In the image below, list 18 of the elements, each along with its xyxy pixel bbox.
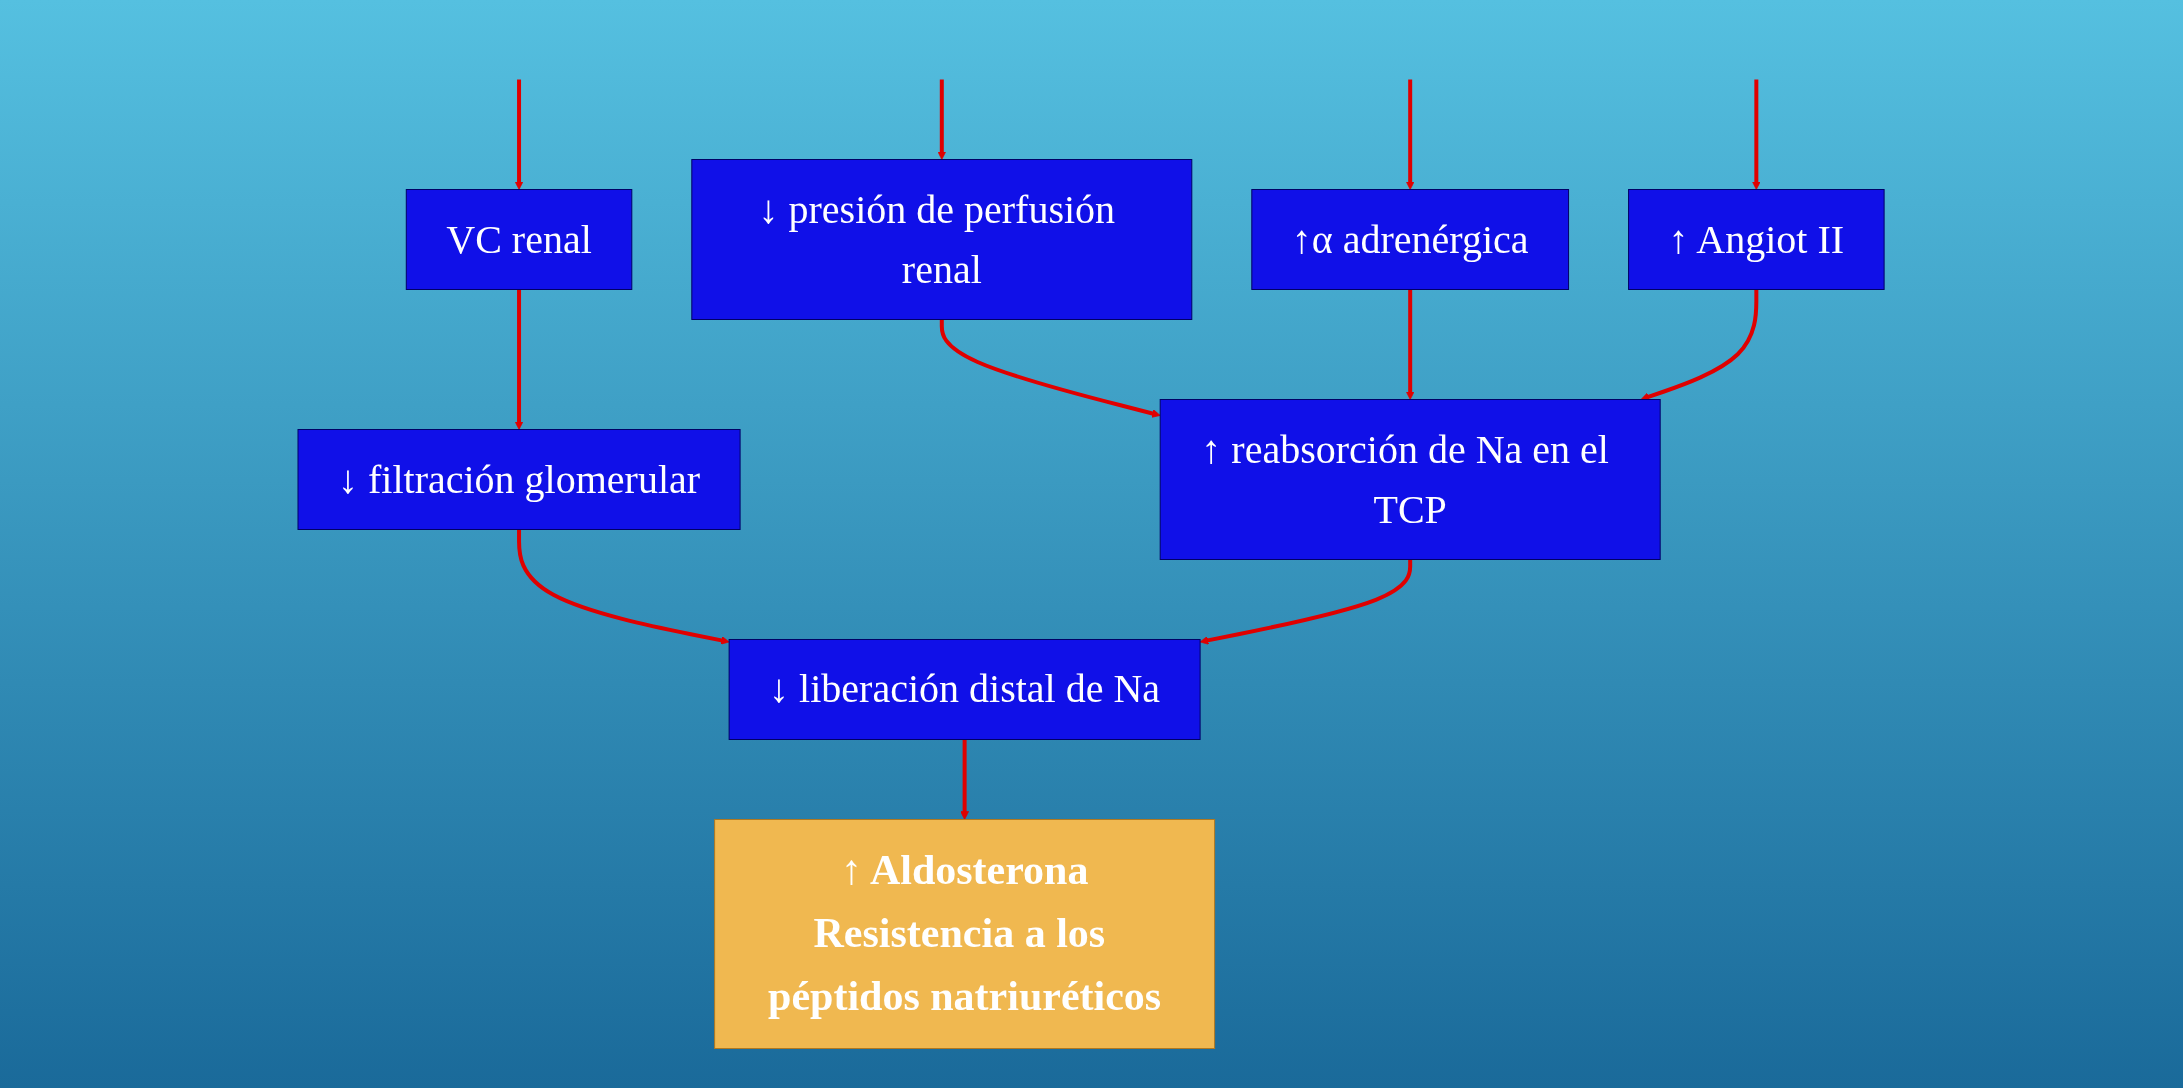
arrow xyxy=(515,289,524,430)
arrow xyxy=(1406,289,1415,400)
arrow xyxy=(960,739,970,820)
arrow xyxy=(517,529,730,645)
node-box: ↑ Angiot II xyxy=(1628,189,1886,290)
node-box: ↑ reabsorción de Na en el TCP xyxy=(1160,399,1662,560)
arrow xyxy=(1752,79,1762,190)
arrow xyxy=(940,319,1161,418)
arrow xyxy=(1200,559,1413,645)
arrow xyxy=(515,79,524,190)
node-box: ↑α adrenérgica xyxy=(1251,189,1570,290)
node-box: ↓ presión de perfusión renal xyxy=(691,159,1193,320)
node-box: ↓ filtración glomerular xyxy=(297,429,742,530)
arrow xyxy=(937,79,947,160)
node-box: ↓ liberación distal de Na xyxy=(729,639,1202,740)
node-box: VC renal xyxy=(406,189,633,290)
arrow xyxy=(1406,79,1415,190)
node-box: ↑ Aldosterona Resistencia a los péptidos natriuréticos xyxy=(714,819,1216,1049)
